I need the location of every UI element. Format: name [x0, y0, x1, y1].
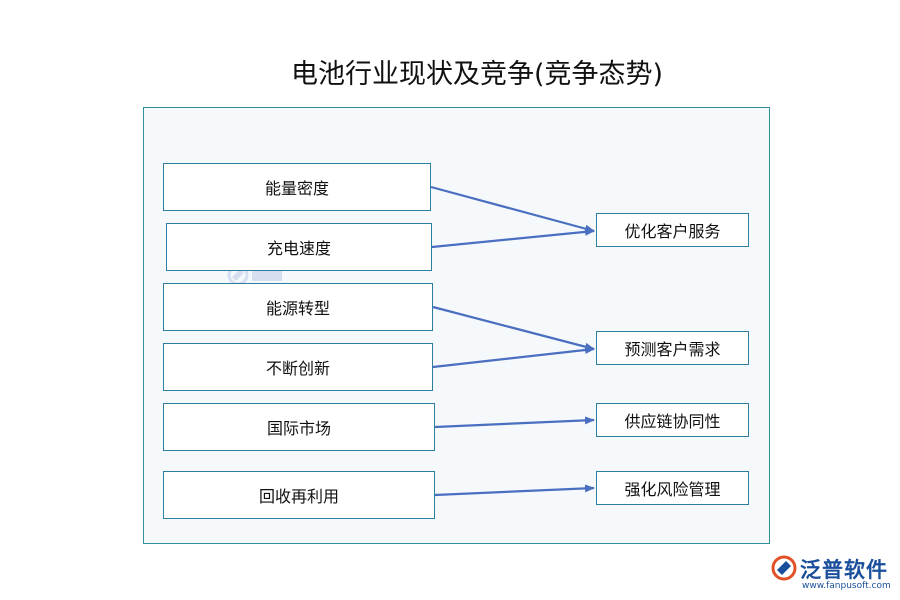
- left-node-label: 充电速度: [266, 239, 331, 258]
- right-node-predict-demand: 预测客户需求: [596, 331, 749, 365]
- right-node-label: 强化风险管理: [624, 480, 721, 499]
- left-node-label: 国际市场: [266, 419, 331, 438]
- brand-logo-icon: [771, 555, 797, 581]
- left-node-label: 不断创新: [265, 359, 330, 378]
- left-node-label: 回收再利用: [258, 487, 339, 506]
- right-node-label: 供应链协同性: [624, 412, 721, 431]
- brand-logo: 泛普软件 www.fanpusoft.com: [770, 553, 895, 595]
- diagram-title: 电池行业现状及竞争(竞争态势): [290, 59, 664, 90]
- right-node-label: 优化客户服务: [624, 222, 721, 241]
- brand-logo-name: 泛普软件: [800, 558, 888, 582]
- left-node-innovation: 不断创新: [163, 343, 433, 391]
- left-node-energy-density: 能量密度: [163, 163, 431, 211]
- right-node-supply-chain: 供应链协同性: [596, 403, 749, 437]
- left-node-label: 能量密度: [264, 179, 329, 198]
- right-node-customer-service: 优化客户服务: [596, 213, 749, 247]
- left-node-charging-speed: 充电速度: [166, 223, 432, 271]
- left-node-international-market: 国际市场: [163, 403, 435, 451]
- right-node-label: 预测客户需求: [624, 340, 721, 359]
- brand-logo-url: www.fanpusoft.com: [802, 581, 891, 591]
- left-node-label: 能源转型: [265, 299, 330, 318]
- right-node-risk-management: 强化风险管理: [596, 471, 749, 505]
- left-node-recycling: 回收再利用: [163, 471, 435, 519]
- left-node-energy-transition: 能源转型: [163, 283, 433, 331]
